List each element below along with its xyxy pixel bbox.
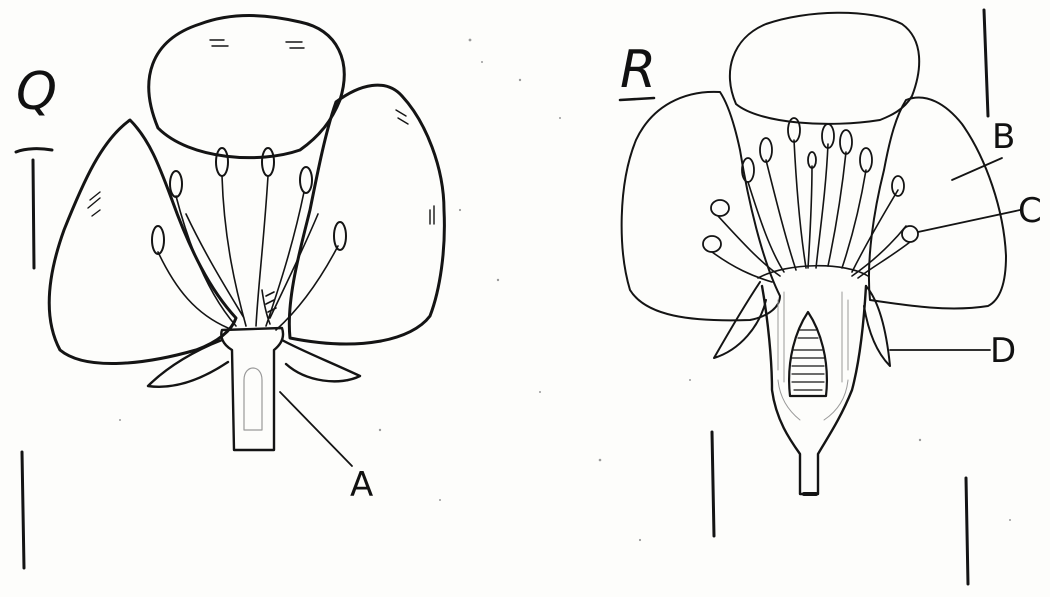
r-margin-mark-left (712, 432, 714, 536)
panel-label-r: R (620, 44, 656, 96)
flower-q-anthers (152, 148, 346, 254)
flower-r-back-petal (730, 13, 919, 124)
leader-line-b (952, 158, 1002, 180)
part-label-d: D (990, 334, 1016, 368)
flower-r-right-sepal (864, 286, 890, 366)
paper-speckles (119, 39, 1011, 542)
flower-q-left-sepal (148, 340, 228, 387)
flower-q-back-petal (149, 16, 344, 158)
leader-line-c (918, 210, 1020, 232)
r-margin-mark-top (984, 10, 988, 116)
part-label-b: B (992, 120, 1015, 154)
flower-q-left-petal (49, 120, 236, 364)
r-margin-mark-right (966, 478, 968, 584)
q-margin-mark-bottom (22, 452, 24, 568)
flower-r-drawing (620, 10, 1020, 584)
flower-q-right-sepal (282, 340, 360, 381)
flower-q-pistil (262, 290, 276, 324)
part-label-a: A (350, 468, 373, 502)
flower-r-ovary (789, 312, 827, 396)
flower-r-cup-shading (778, 292, 848, 420)
q-margin-mark-top (16, 149, 52, 268)
flower-q-drawing (16, 16, 444, 569)
flower-q-ovary-shading (244, 368, 262, 430)
panel-label-q: Q (16, 66, 57, 118)
part-label-c: C (1018, 194, 1042, 228)
flower-q-right-petal (289, 85, 444, 344)
flower-q-receptacle (221, 328, 283, 450)
leader-line-a (280, 392, 352, 466)
flower-r-ovule-row (792, 330, 824, 390)
